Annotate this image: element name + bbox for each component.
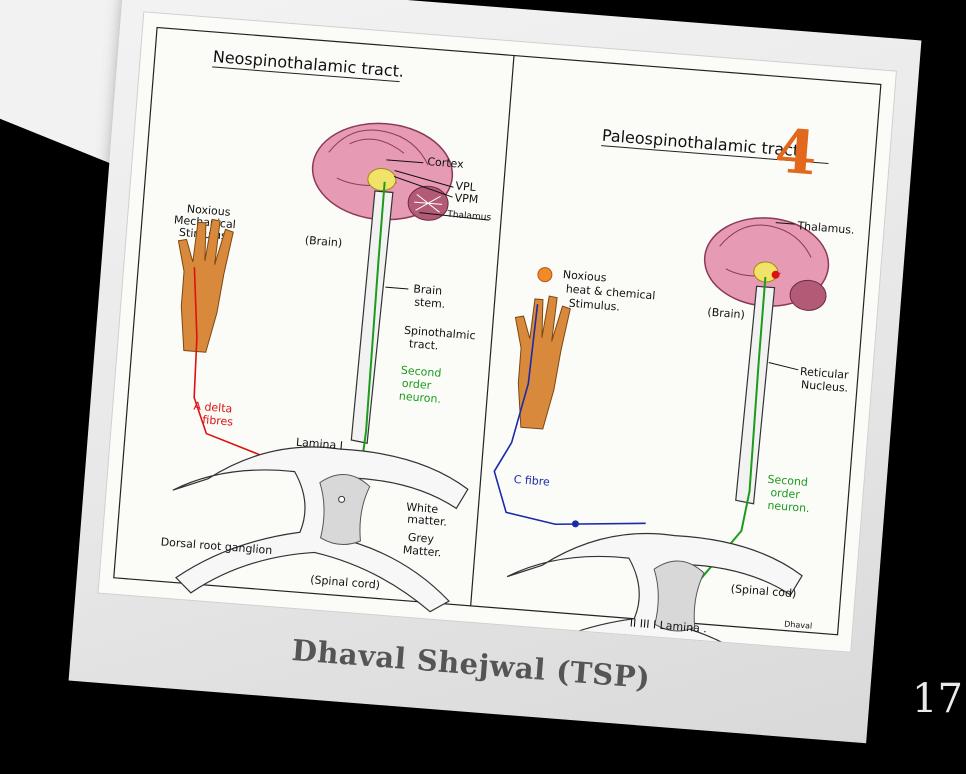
page-number: 17 [912, 676, 963, 722]
label-vpm: VPM [454, 191, 479, 206]
label-second-right-3: neuron. [767, 499, 810, 515]
label-grey-2: Matter. [402, 543, 442, 559]
label-brain-right: (Brain) [707, 306, 745, 322]
label-noxious-right-3: Stimulus. [568, 297, 620, 314]
polaroid-frame: Neospinothalamic tract. Cortex VPL V [69, 0, 922, 743]
label-brain-left: (Brain) [304, 234, 342, 250]
left-title: Neospinothalamic tract. [212, 47, 405, 81]
label-white-2: matter. [407, 513, 448, 529]
label-cfibre: C fibre [513, 473, 550, 489]
label-spinal-left: (Spinal cord) [310, 573, 381, 591]
right-hand [507, 294, 571, 431]
label-reticular-2: Nucleus. [801, 378, 849, 395]
label-drg: Dorsal root ganglion [160, 535, 272, 557]
label-second-left-3: neuron. [398, 390, 441, 406]
label-thalamus-left: Thalamus [446, 210, 492, 224]
label-spino-2: tract. [409, 337, 439, 352]
slide-number-badge: 4 [772, 116, 819, 189]
diagram-photo: Neospinothalamic tract. Cortex VPL V [97, 11, 896, 653]
spinothalamic-diagram: Neospinothalamic tract. Cortex VPL V [99, 12, 896, 651]
label-signature: Dhaval [784, 620, 813, 631]
label-cortex: Cortex [427, 155, 465, 171]
label-brainstem-2: stem. [414, 296, 446, 311]
label-adelta-2: fibres [202, 413, 234, 428]
